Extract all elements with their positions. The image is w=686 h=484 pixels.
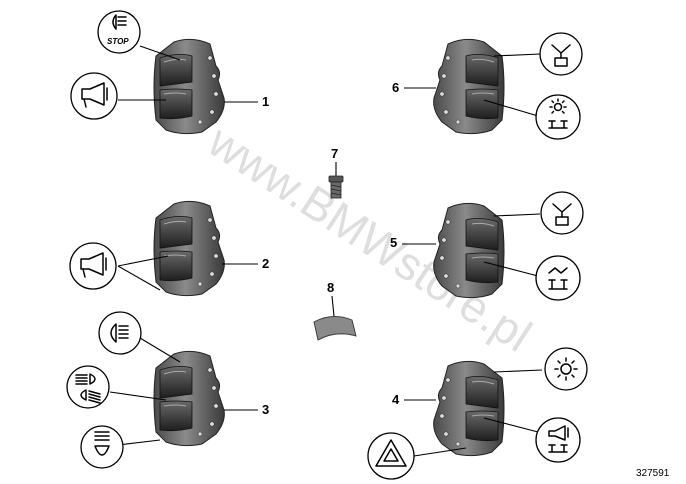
fog-light-stop-icon: STOP bbox=[97, 10, 141, 54]
emergency-light-icon bbox=[539, 32, 583, 76]
fog-light-icon bbox=[98, 311, 142, 355]
switch-part-3 bbox=[153, 350, 225, 447]
callout-label-8: 8 bbox=[327, 280, 334, 295]
horn-light-icon bbox=[535, 417, 581, 463]
switch-part-2 bbox=[153, 200, 225, 297]
reference-number: 327591 bbox=[636, 468, 670, 479]
switch-part-5 bbox=[433, 202, 505, 299]
position-light-icon bbox=[535, 255, 581, 301]
light-flash-icon bbox=[80, 425, 124, 469]
bolt-part-7 bbox=[328, 175, 344, 199]
callout-label-1: 1 bbox=[262, 94, 269, 109]
switch-part-1 bbox=[153, 38, 225, 135]
horn-icon bbox=[70, 72, 118, 120]
position-light-icon bbox=[535, 94, 581, 140]
switch-part-4 bbox=[433, 360, 505, 457]
sun-light-beam-icon bbox=[544, 347, 588, 391]
callout-label-4: 4 bbox=[392, 392, 400, 407]
sleeve-part-8 bbox=[313, 316, 357, 341]
callout-label-3: 3 bbox=[262, 402, 269, 417]
switch-part-6 bbox=[433, 38, 505, 135]
callout-label-5: 5 bbox=[390, 235, 397, 250]
callout-label-7: 7 bbox=[331, 146, 338, 161]
callout-label-6: 6 bbox=[392, 80, 399, 95]
horn-icon bbox=[69, 242, 117, 290]
light-beam-icon bbox=[540, 191, 584, 235]
stop-text: STOP bbox=[107, 37, 129, 46]
callout-label-2: 2 bbox=[262, 256, 269, 271]
hazard-warning-icon bbox=[367, 432, 415, 480]
high-low-beam-icon bbox=[66, 365, 110, 409]
